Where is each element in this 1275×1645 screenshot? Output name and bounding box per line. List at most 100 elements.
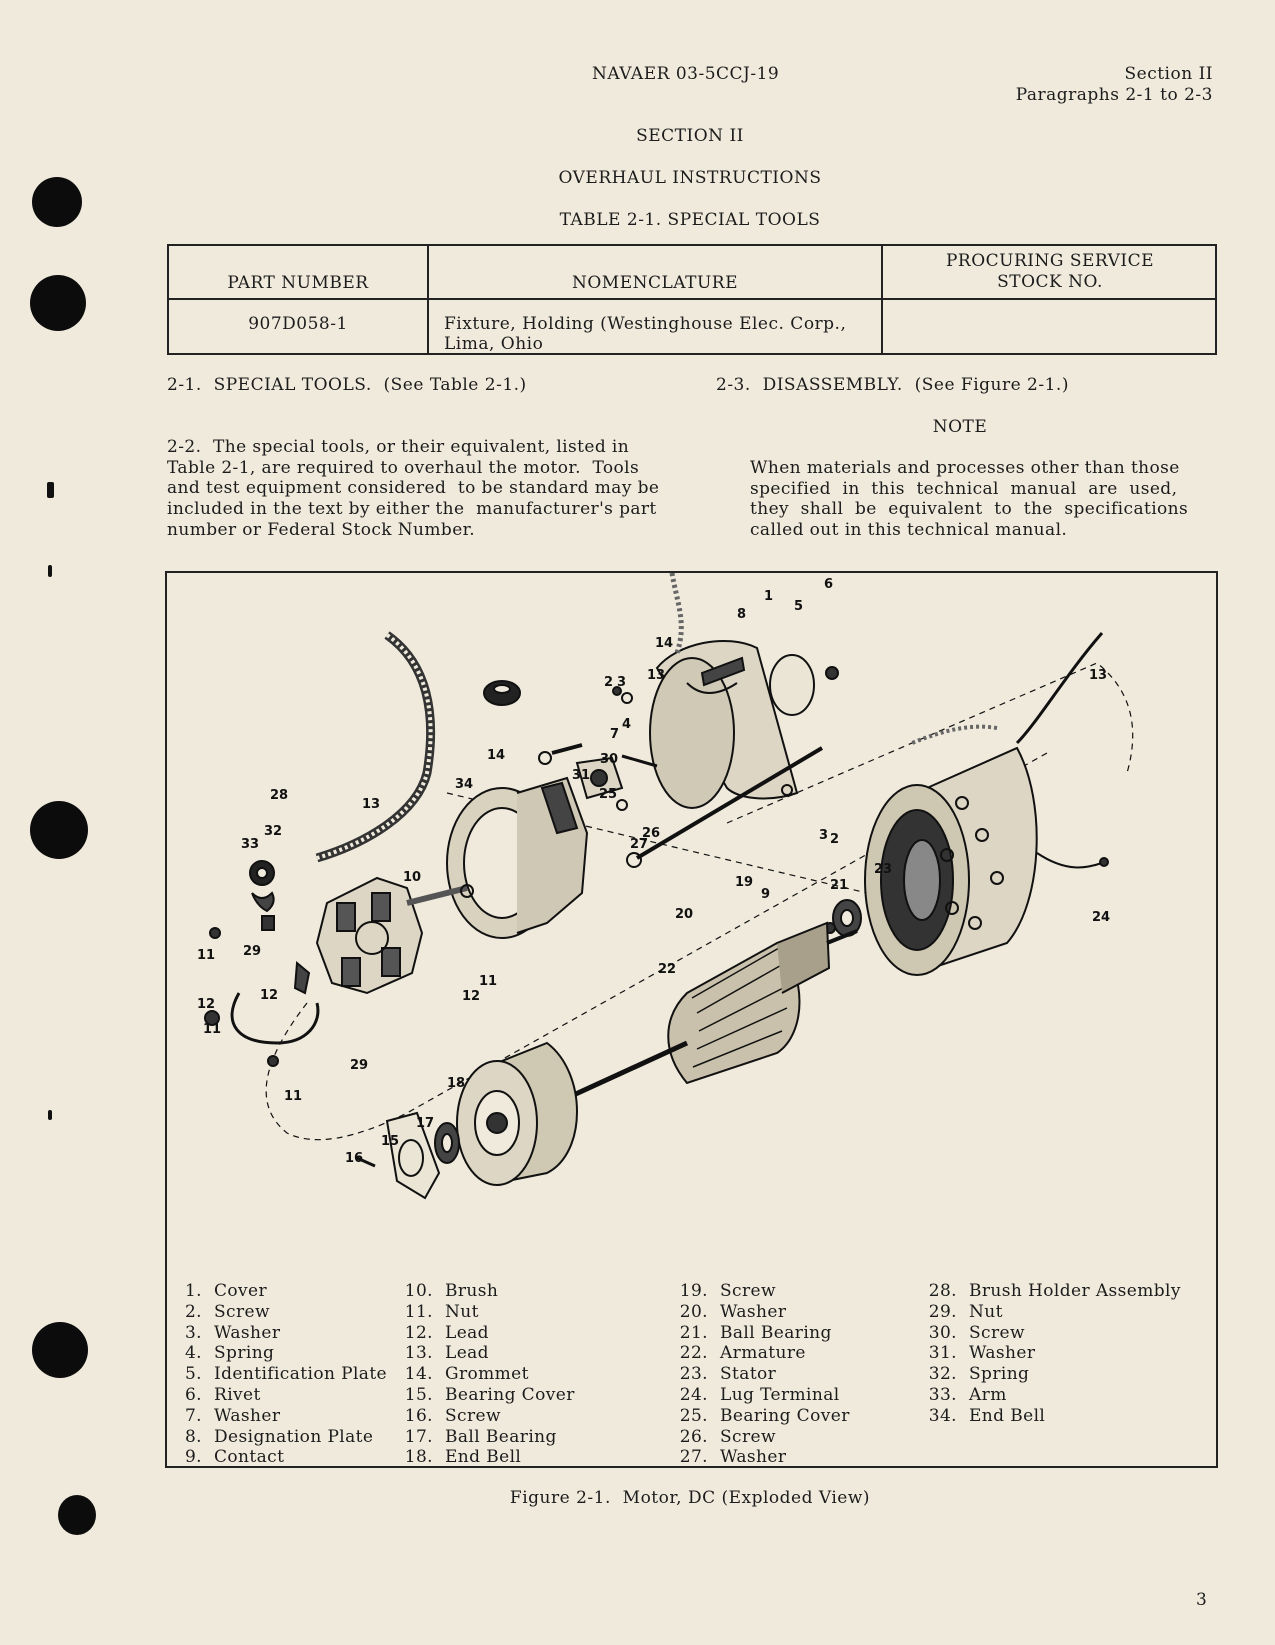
- figure-caption: Figure 2-1. Motor, DC (Exploded View): [509, 1488, 871, 1508]
- legend-item-number: 10.: [404, 1281, 433, 1301]
- legend-item-number: 15.: [404, 1384, 433, 1405]
- legend-item-label: Armature: [720, 1343, 806, 1364]
- callout-13b: 13: [647, 668, 665, 683]
- callout-1: 1: [764, 589, 773, 604]
- callout-6: 6: [824, 577, 833, 592]
- legend-item: 34.End Bell: [921, 1406, 1181, 1427]
- legend-item-label: Screw: [969, 1322, 1025, 1343]
- legend-item-label: Cover: [214, 1281, 268, 1301]
- para-2-2-line: included in the text by either the manuf…: [167, 499, 657, 520]
- callout-5: 5: [794, 599, 803, 614]
- para-2-2-line: and test equipment considered to be stan…: [167, 478, 660, 499]
- callout-7: 7: [610, 727, 619, 742]
- legend-item-number: 33.: [928, 1384, 957, 1405]
- legend-item-label: Washer: [214, 1322, 281, 1343]
- legend-item-number: 26.: [679, 1426, 708, 1447]
- callout-13: 13: [362, 797, 380, 812]
- legend-item-number: 20.: [679, 1301, 708, 1322]
- legend-item-label: Nut: [969, 1301, 1003, 1322]
- para-2-2-line: 2-2. The special tools, or their equival…: [167, 437, 630, 457]
- legend-item-number: 16.: [404, 1405, 433, 1426]
- callout-29: 29: [243, 944, 261, 959]
- legend-item-number: 22.: [679, 1343, 708, 1364]
- legend-item-number: 32.: [928, 1364, 957, 1385]
- legend-item-number: 18.: [404, 1447, 433, 1468]
- para-2-2-line: Table 2-1, are required to overhaul the …: [167, 457, 640, 478]
- legend-item-label: Ball Bearing: [445, 1426, 557, 1447]
- legend-item: 32. Spring: [921, 1364, 1181, 1385]
- legend-item: 23.Stator: [672, 1364, 850, 1385]
- document-number: NAVAER 03-5CCJ-19: [592, 64, 780, 84]
- legend-item: 8. Designation Plate: [166, 1427, 387, 1448]
- cell-nomenclature-line2: Lima, Ohio: [444, 334, 544, 354]
- end-bell-34: [446, 776, 589, 939]
- legend-item-label: Washer: [720, 1447, 787, 1468]
- legend-item-label: Screw: [720, 1426, 776, 1447]
- legend-item: 28.Brush Holder Assembly: [921, 1281, 1181, 1302]
- legend-item-label: Designation Plate: [214, 1426, 374, 1447]
- punch-mark: [48, 565, 52, 577]
- legend-item-number: 34.: [928, 1405, 957, 1426]
- callout-16: 16: [345, 1151, 363, 1166]
- legend-item-number: 29.: [928, 1301, 957, 1322]
- legend-item-label: Lead: [445, 1343, 489, 1364]
- legend-item-number: 12.: [404, 1322, 433, 1343]
- binder-hole: [30, 275, 86, 331]
- legend-item-number: 8.: [184, 1426, 202, 1447]
- callout-24: 24: [1092, 910, 1110, 925]
- cell-nomenclature-line1: Fixture, Holding (Westinghouse Elec. Cor…: [444, 314, 847, 334]
- legend-item: 22. Armature: [672, 1343, 850, 1364]
- callout-14: 14: [487, 748, 505, 763]
- callout-12c: 12: [462, 989, 480, 1004]
- legend-item: 6.Rivet: [166, 1385, 387, 1406]
- callout-2b: 2: [830, 832, 839, 847]
- legend-item-number: 27.: [679, 1447, 708, 1468]
- legend-item-number: 13.: [404, 1343, 433, 1364]
- callout-3: 3: [617, 675, 626, 690]
- legend-item: 14.Grommet: [397, 1364, 575, 1385]
- callout-29b: 29: [350, 1058, 368, 1073]
- legend-item-label: Lead: [445, 1322, 489, 1343]
- section-reference: Section II: [1124, 64, 1213, 84]
- legend-item: 31.Washer: [921, 1343, 1181, 1364]
- callout-14b: 14: [655, 636, 673, 651]
- legend-item-number: 24.: [679, 1384, 708, 1405]
- legend-item-label: Spring: [214, 1343, 275, 1364]
- legend-item-number: 31.: [928, 1343, 957, 1364]
- legend-item: 1.Cover: [166, 1281, 387, 1302]
- callout-28: 28: [270, 788, 288, 803]
- legend-item: 2.Screw: [166, 1302, 387, 1323]
- legend-item-number: 30.: [928, 1322, 957, 1343]
- legend-item-label: End Bell: [445, 1447, 522, 1468]
- callout-11b: 11: [203, 1022, 221, 1037]
- callout-11d: 11: [479, 974, 497, 989]
- legend-item: 3.Washer: [166, 1323, 387, 1344]
- lead-13-wire: [315, 631, 436, 863]
- legend-item-label: Nut: [445, 1301, 479, 1322]
- special-tools-table: PART NUMBER NOMENCLATURE PROCURING SERVI…: [167, 244, 1217, 355]
- motor-exploded-view: 1 2 3 4 5 6 7 8 9 10 11 11 11 11 12 12 1…: [197, 573, 1134, 1200]
- figure-frame: [165, 571, 1218, 1468]
- legend-item: 33.Arm: [921, 1385, 1181, 1406]
- legend-item: 16.Screw: [397, 1406, 575, 1427]
- paragraphs-reference: Paragraphs 2-1 to 2-3: [1015, 85, 1213, 105]
- page-number: 3: [1196, 1590, 1208, 1610]
- callout-33: 33: [241, 837, 259, 852]
- end-bell-18: [456, 1041, 578, 1186]
- legend-item: 26. Screw: [672, 1427, 850, 1448]
- legend-item-label: Bearing Cover: [445, 1384, 575, 1405]
- legend-item-label: Spring: [969, 1364, 1030, 1385]
- callout-10: 10: [403, 870, 421, 885]
- legend-item-number: 19.: [679, 1281, 708, 1301]
- figure-callouts: 1 2 3 4 5 6 7 8 9 10 11 11 11 11 12 12 1…: [197, 577, 1110, 1166]
- note-body: When materials and processes other than …: [750, 458, 1188, 541]
- legend-item: 7.Washer: [166, 1406, 387, 1427]
- header-stock-line2: STOCK NO.: [997, 272, 1103, 292]
- binder-hole-bottom: [58, 1495, 96, 1535]
- armature-22: [565, 921, 858, 1101]
- legend-item-label: Stator: [720, 1364, 777, 1385]
- note-line: called out in this technical manual.: [750, 520, 1068, 541]
- callout-13c: 13: [1089, 668, 1107, 683]
